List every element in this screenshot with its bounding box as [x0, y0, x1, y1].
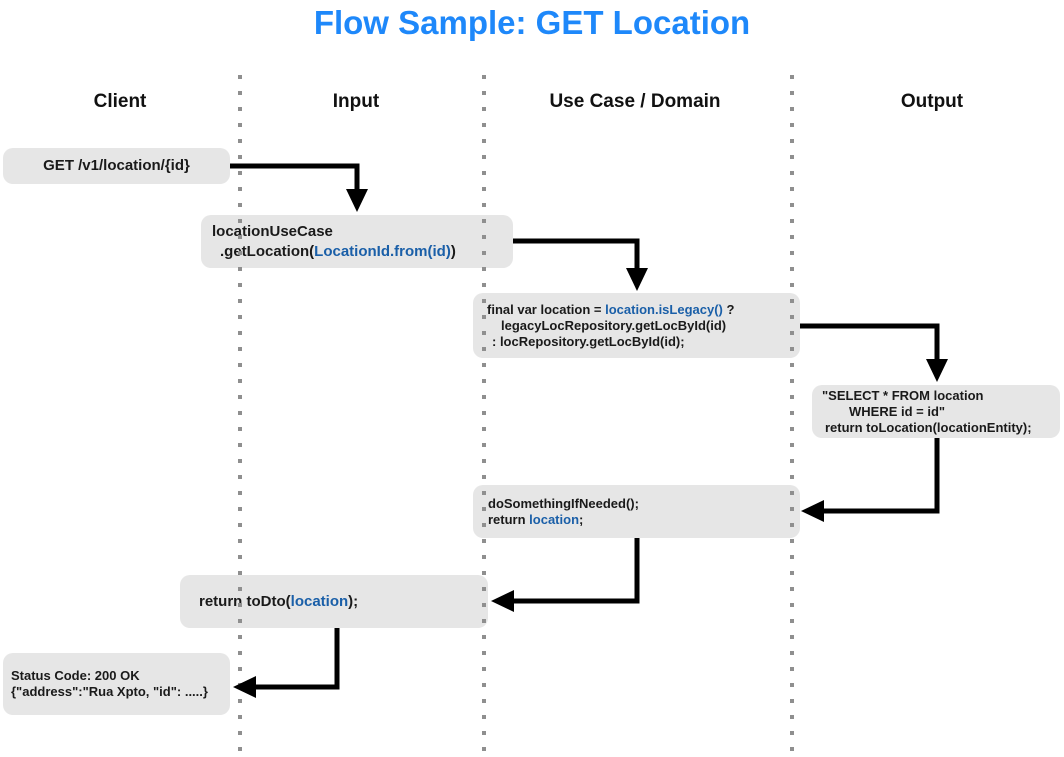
response-line2: {"address":"Rua Xpto, "id": .....}	[11, 684, 208, 699]
arrow-domain-to-sql	[800, 323, 940, 360]
arrow-request-to-usecase	[230, 163, 360, 190]
arrow-postprocess-to-todto	[513, 538, 640, 604]
sql-line3: return toLocation(locationEntity);	[825, 419, 1032, 435]
lane-header-usecase: Use Case / Domain	[549, 91, 721, 112]
arrow-usecase-to-domain	[513, 238, 640, 269]
lane-header-client: Client	[93, 91, 147, 112]
location-link: location	[529, 511, 580, 527]
domain-logic-line1: final var location = location.isLegacy()…	[487, 301, 735, 317]
arrowhead-left-2	[491, 590, 514, 612]
lane-divider-1	[238, 75, 242, 757]
arrow-todto-to-response	[255, 628, 340, 690]
response-line1: Status Code: 200 OK	[11, 668, 140, 683]
node-post-process: doSomethingIfNeeded(); return location;	[473, 485, 800, 538]
node-to-dto: return toDto(location);	[180, 575, 488, 628]
domain-logic-line3: : locRepository.getLocById(id);	[492, 333, 685, 349]
post-process-line1: doSomethingIfNeeded();	[488, 495, 639, 511]
page-title: Flow Sample: GET Location	[313, 4, 751, 41]
post-process-line2: return location;	[488, 511, 584, 527]
to-dto-line1: return toDto(location);	[199, 592, 359, 610]
lane-header-input: Input	[332, 91, 380, 112]
lane-divider-3	[790, 75, 794, 757]
arrowhead-down-2	[626, 268, 648, 291]
node-usecase-call: locationUseCase .getLocation(LocationId.…	[201, 215, 513, 268]
locationid-from-link: LocationId.from(id)	[314, 242, 451, 260]
sql-line2: WHERE id = id"	[849, 403, 946, 419]
arrowhead-down-1	[346, 189, 368, 212]
request-text: GET /v1/location/{id}	[43, 157, 190, 174]
node-response: Status Code: 200 OK {"address":"Rua Xpto…	[3, 653, 230, 715]
arrowhead-down-3	[926, 359, 948, 382]
usecase-call-line2: .getLocation(LocationId.from(id))	[220, 242, 456, 260]
islegacy-link: location.isLegacy()	[605, 301, 723, 317]
lane-divider-2	[482, 75, 486, 757]
lane-header-output: Output	[900, 91, 964, 112]
sql-line1: "SELECT * FROM location	[822, 387, 984, 403]
node-sql-query: "SELECT * FROM location WHERE id = id" r…	[812, 385, 1060, 438]
usecase-call-line1: locationUseCase	[212, 222, 333, 240]
arrow-sql-to-postprocess	[823, 438, 940, 514]
node-domain-logic: final var location = location.isLegacy()…	[473, 293, 800, 358]
location-link-2: location	[290, 592, 349, 610]
domain-logic-line2: legacyLocRepository.getLocById(id)	[501, 317, 727, 333]
arrowhead-left-1	[801, 500, 824, 522]
node-get-request: GET /v1/location/{id}	[3, 148, 230, 184]
arrowhead-left-3	[233, 676, 256, 698]
